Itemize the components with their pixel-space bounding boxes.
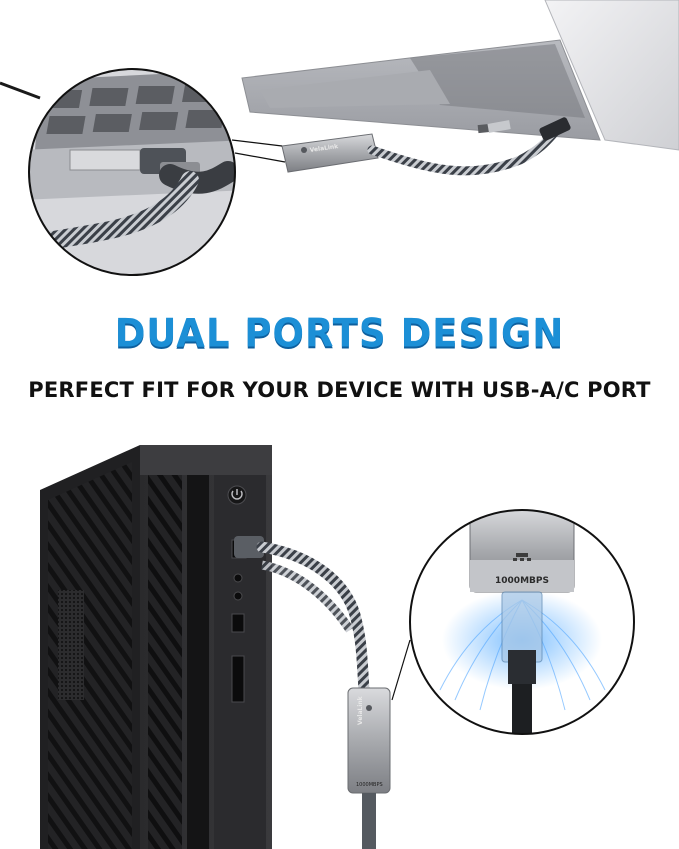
zoom-circle-ethernet-port: 1000MBPS — [409, 509, 635, 735]
desktop-tower — [40, 445, 272, 849]
headline-title: DUAL PORTS DESIGN — [114, 310, 565, 357]
zoom-circle-laptop-port — [28, 68, 236, 276]
brand-label-top: VelaLink — [309, 143, 339, 154]
speed-label: 1000MBPS — [495, 576, 549, 586]
headline-subtitle: PERFECT FIT FOR YOUR DEVICE WITH USB-A/C… — [28, 378, 651, 402]
adapter-bottom: VelaLink 1000MBPS — [347, 687, 391, 849]
adapter-top: VelaLink — [281, 117, 571, 176]
adapter-cable — [234, 536, 370, 696]
laptop — [241, 0, 679, 151]
small-speed-label: 1000MBPS — [356, 782, 383, 788]
callout-line — [391, 639, 411, 701]
callout-line — [234, 152, 286, 163]
callout-line — [231, 139, 283, 147]
brand-label-bottom: VelaLink — [357, 695, 364, 725]
cable-top — [0, 81, 41, 100]
